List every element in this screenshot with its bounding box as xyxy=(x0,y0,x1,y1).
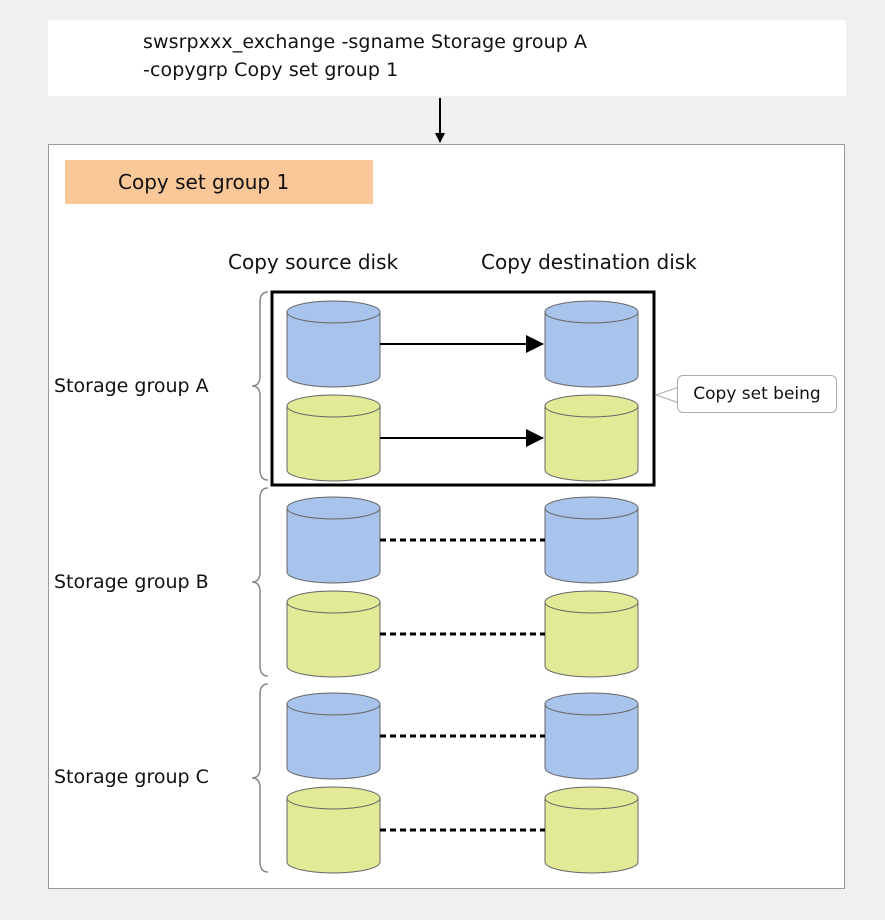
destination-column-heading: Copy destination disk xyxy=(481,250,697,274)
copy-set-group-panel xyxy=(48,144,845,889)
destination-disk-c1-top xyxy=(544,692,639,716)
destination-disk-b1-top xyxy=(544,496,639,520)
command-box xyxy=(48,20,846,96)
storage-group-a-brace xyxy=(251,291,269,481)
source-column-heading: Copy source disk xyxy=(228,250,399,274)
command-line-1: swsrpxxx_exchange -sgname Storage group … xyxy=(143,31,588,53)
copy-set-group-title: Copy set group 1 xyxy=(65,160,373,204)
storage-group-a-label: Storage group A xyxy=(54,375,209,397)
source-disk-a2-top xyxy=(286,394,381,418)
destination-disk-b2-top xyxy=(544,590,639,614)
destination-disk-c2 xyxy=(544,798,639,874)
source-disk-a2 xyxy=(286,406,381,482)
destination-disk-a2 xyxy=(544,406,639,482)
storage-group-c-brace xyxy=(251,683,269,873)
source-disk-b1-top xyxy=(286,496,381,520)
destination-disk-c2-top xyxy=(544,786,639,810)
source-disk-b1 xyxy=(286,508,381,584)
copy-set-group-title-text: Copy set group 1 xyxy=(118,170,290,194)
storage-group-b-brace xyxy=(251,487,269,677)
source-disk-b2 xyxy=(286,602,381,678)
destination-disk-a1 xyxy=(544,312,639,388)
source-disk-c1 xyxy=(286,704,381,780)
callout-pointer xyxy=(654,386,680,404)
source-disk-a1 xyxy=(286,312,381,388)
command-line-2: -copygrp Copy set group 1 xyxy=(143,59,399,81)
source-disk-b2-top xyxy=(286,590,381,614)
source-disk-c1-top xyxy=(286,692,381,716)
destination-disk-a2-top xyxy=(544,394,639,418)
destination-disk-b2 xyxy=(544,602,639,678)
copy-set-highlight-box xyxy=(270,290,656,487)
destination-disk-c1 xyxy=(544,704,639,780)
copy-set-callout: Copy set being xyxy=(677,375,837,413)
destination-disk-a1-top xyxy=(544,300,639,324)
destination-disk-b1 xyxy=(544,508,639,584)
source-disk-c2-top xyxy=(286,786,381,810)
copy-set-callout-text: Copy set being xyxy=(693,384,821,404)
storage-group-b-label: Storage group B xyxy=(54,571,209,593)
source-disk-c2 xyxy=(286,798,381,874)
storage-group-c-label: Storage group C xyxy=(54,766,209,788)
source-disk-a1-top xyxy=(286,300,381,324)
